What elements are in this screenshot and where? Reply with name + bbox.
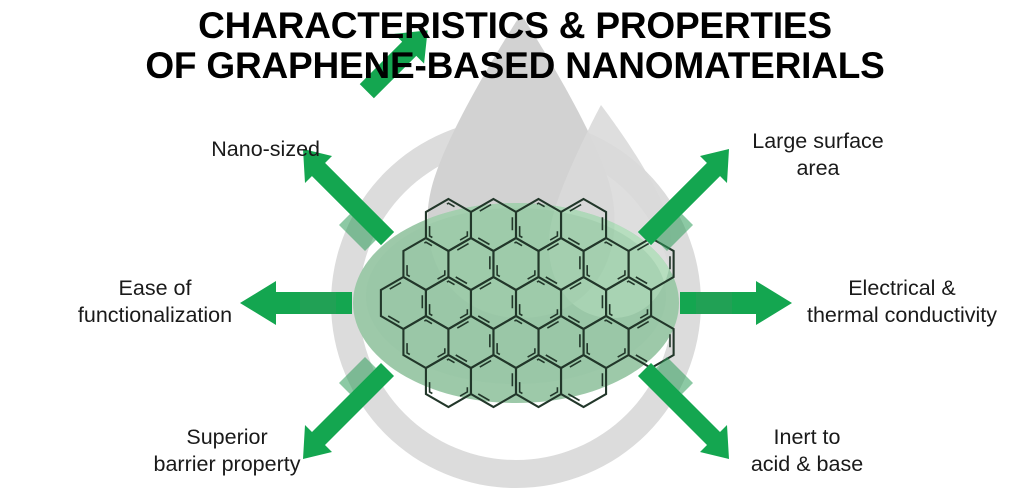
property-label-superior-barrier-property: Superior barrier property [153, 425, 301, 477]
arrow-up-right-icon [638, 149, 729, 251]
arrow-down-right-icon [638, 357, 729, 459]
property-label-nano-sized: Nano-sized [211, 137, 320, 161]
property-label-electrical-thermal-conductivity: Electrical & thermal conductivity [807, 276, 997, 328]
arrow-right-icon [680, 281, 792, 325]
property-label-large-surface-area: Large surface area [752, 129, 884, 181]
arrow-left-icon [240, 281, 352, 325]
arrow-down-left-icon [303, 357, 394, 459]
property-label-ease-of-functionalization: Ease of functionalization [77, 276, 233, 328]
page-title: CHARACTERISTICS & PROPERTIES OF GRAPHENE… [145, 5, 885, 86]
arrow-up-left-icon [303, 30, 428, 251]
property-label-inert-to-acid-base: Inert to acid & base [750, 425, 864, 477]
